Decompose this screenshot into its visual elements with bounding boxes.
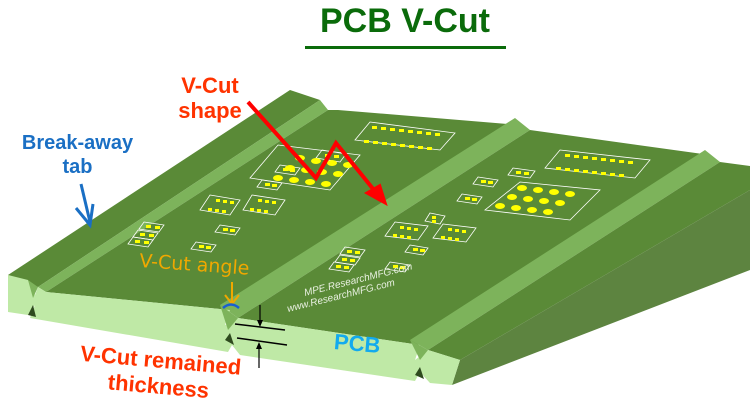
breakaway-arrowhead xyxy=(74,203,95,229)
vcut-notch-top xyxy=(410,340,428,360)
breakaway-tab-label-line2: tab xyxy=(62,156,93,178)
right-panel-components xyxy=(328,149,651,273)
vcut-notch-top xyxy=(28,280,38,298)
vcut-shape-arrow xyxy=(246,100,380,197)
vcut-notch-bottom xyxy=(28,305,36,317)
breakaway-tab-top xyxy=(8,90,320,287)
vcut-groove-left xyxy=(38,100,328,292)
vcut-notch-bottom xyxy=(415,367,424,379)
board-front-edge xyxy=(8,275,460,385)
vcut-shape-label-line1: V-Cut xyxy=(181,73,239,98)
vcut-groove-center xyxy=(220,118,530,318)
breakaway-arrow xyxy=(79,183,92,223)
title-underline xyxy=(305,46,506,49)
left-panel-pads xyxy=(135,126,440,249)
pcb-panel-left-top xyxy=(46,110,520,310)
vcut-shape-label-line2: shape xyxy=(178,98,242,123)
left-panel-components xyxy=(127,121,456,253)
thickness-arrowhead-top xyxy=(257,320,263,327)
vcut-groove-right xyxy=(410,150,720,350)
vcut-notch-bottom xyxy=(225,333,234,345)
right-panel-pads xyxy=(336,154,633,269)
breakaway-tab-label: Break-away tab xyxy=(10,133,145,177)
thickness-line-bottom xyxy=(236,337,288,346)
page-title: PCB V-Cut xyxy=(320,2,490,40)
breakaway-tab-label-line1: Break-away xyxy=(21,132,134,154)
pcb-label: PCB xyxy=(333,329,382,358)
vcut-shape-label: V-Cut shape xyxy=(168,75,252,122)
vcut-angle-arc xyxy=(222,303,240,309)
thickness-arrowhead-bottom xyxy=(256,342,262,349)
vcut-notch-top xyxy=(220,305,238,330)
vcut-shape-arrowhead xyxy=(363,183,388,207)
pcb-panel-right-top xyxy=(238,130,710,345)
breakaway-tab-right-top xyxy=(428,162,750,360)
board-side-face xyxy=(452,190,750,385)
